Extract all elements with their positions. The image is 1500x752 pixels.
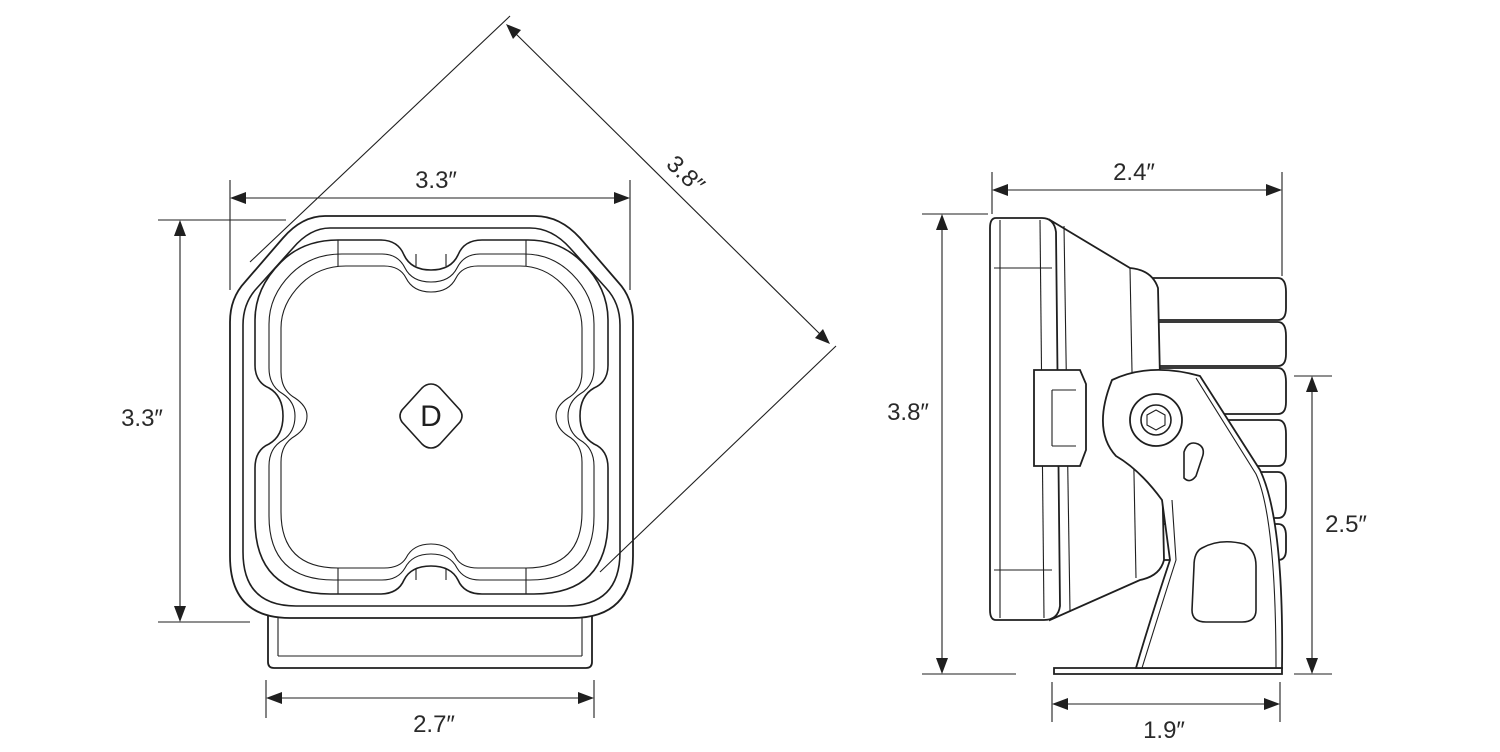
side-bracket-cutout xyxy=(1191,540,1257,623)
front-base-label: 2.7″ xyxy=(413,711,455,738)
side-depth-dimension: 2.4″ xyxy=(991,159,1283,276)
front-width-dimension: 3.3″ xyxy=(229,167,631,290)
side-pivot-bolt xyxy=(1129,393,1183,447)
front-height-dimension: 3.3″ xyxy=(121,219,286,623)
side-bracket-height-label: 2.5″ xyxy=(1325,511,1367,538)
side-base-dimension: 1.9″ xyxy=(1051,682,1281,744)
front-housing-inner xyxy=(242,227,621,607)
front-diagonal-label: 3.8″ xyxy=(661,150,710,199)
side-bracket-height-dimension: 2.5″ xyxy=(1294,375,1367,675)
side-depth-label: 2.4″ xyxy=(1113,159,1155,186)
side-bracket-slot xyxy=(1183,442,1205,482)
side-view xyxy=(989,217,1287,675)
front-housing-outer xyxy=(229,215,634,619)
side-height-dimension: 3.8″ xyxy=(887,213,1016,675)
side-mount-clip xyxy=(1033,369,1087,467)
side-height-label: 3.8″ xyxy=(887,399,929,426)
front-lens-outer xyxy=(254,239,609,595)
brand-logo: D xyxy=(399,383,463,449)
front-base-dimension: 2.7″ xyxy=(265,680,595,738)
side-base-label: 1.9″ xyxy=(1143,717,1185,744)
front-view: D xyxy=(229,215,634,669)
front-width-label: 3.3″ xyxy=(415,167,457,194)
front-lens-mid xyxy=(268,253,595,581)
front-height-label: 3.3″ xyxy=(121,405,163,432)
brand-logo-letter: D xyxy=(420,400,442,433)
